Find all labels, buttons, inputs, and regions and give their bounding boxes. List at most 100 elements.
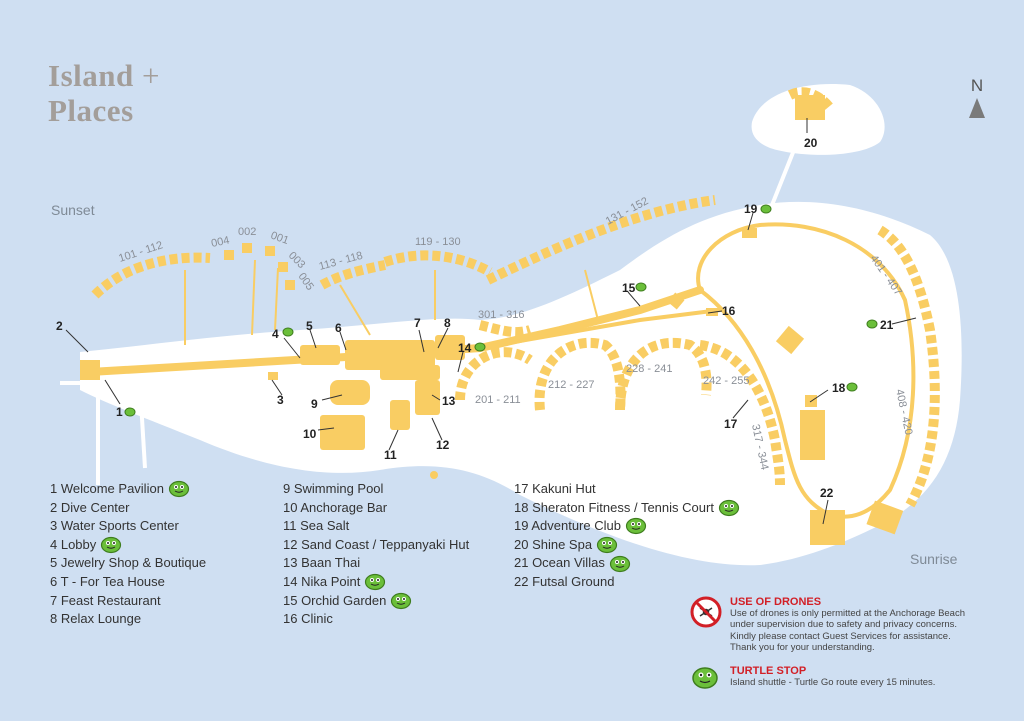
legend-label: 6 T - For Tea House xyxy=(50,573,165,589)
sunset-label: Sunset xyxy=(51,202,95,218)
legend-item: 21 Ocean Villas xyxy=(514,554,740,573)
place-marker-5[interactable]: 5 xyxy=(306,319,313,333)
no-drones-icon xyxy=(690,596,722,653)
turtle-stop-icon xyxy=(101,536,122,554)
place-marker-17[interactable]: 17 xyxy=(724,417,738,431)
legend-item: 4 Lobby xyxy=(50,536,206,555)
legend-label: 16 Clinic xyxy=(283,611,333,627)
sunrise-label: Sunrise xyxy=(910,551,958,567)
compass: N xyxy=(966,76,988,118)
legend-label: 14 Nika Point xyxy=(283,573,361,589)
legend-column-3: 17 Kakuni Hut 18 Sheraton Fitness / Tenni… xyxy=(514,480,740,592)
drones-line: Thank you for your understanding. xyxy=(730,641,875,653)
legend-column-1: 1 Welcome Pavilion 2 Dive Center 3 Water S… xyxy=(50,480,206,629)
legend-label: 5 Jewelry Shop & Boutique xyxy=(50,555,207,571)
place-marker-9[interactable]: 9 xyxy=(311,397,318,411)
legend-item: 15 Orchid Garden xyxy=(283,592,469,611)
place-marker-12[interactable]: 12 xyxy=(436,438,450,452)
legend-item: 19 Adventure Club xyxy=(514,517,740,536)
villa-range-label: 201 - 211 xyxy=(475,394,521,406)
legend-label: 22 Futsal Ground xyxy=(514,573,615,589)
place-marker-13[interactable]: 13 xyxy=(442,394,456,408)
turtle-stops xyxy=(124,204,878,417)
legend-item: 1 Welcome Pavilion xyxy=(50,480,206,499)
villa-range-label: 119 - 130 xyxy=(415,236,461,248)
turtle-stop-icon xyxy=(282,327,294,337)
legend-item: 3 Water Sports Center xyxy=(50,517,206,536)
legend-item: 22 Futsal Ground xyxy=(514,573,740,592)
place-marker-10[interactable]: 10 xyxy=(303,427,317,441)
jetties xyxy=(60,134,802,485)
villa-range-label: 004 xyxy=(210,234,230,250)
turtle-stop-icon xyxy=(391,592,412,609)
north-arrow-icon xyxy=(969,98,985,118)
turtle-stop-icon xyxy=(474,342,486,352)
legend-label: 1 Welcome Pavilion xyxy=(50,481,164,496)
turtle-stop-icon xyxy=(635,282,647,292)
turtle-note: TURTLE STOP Island shuttle - Turtle Go r… xyxy=(690,665,990,696)
map-title: Island + Places xyxy=(48,58,160,128)
legend-item: 9 Swimming Pool xyxy=(283,480,469,499)
villa-range-label: 001 xyxy=(269,230,290,248)
legend-item: 8 Relax Lounge xyxy=(50,610,206,629)
legend-label: 21 Ocean Villas xyxy=(514,555,605,571)
title-line2: Places xyxy=(48,93,134,128)
place-marker-19[interactable]: 19 xyxy=(744,202,758,216)
legend-label: 18 Sheraton Fitness / Tennis Court xyxy=(514,499,714,515)
legend-label: 12 Sand Coast / Teppanyaki Hut xyxy=(283,536,470,552)
turtle-stop-icon xyxy=(168,481,190,498)
place-marker-8[interactable]: 8 xyxy=(444,316,451,330)
place-marker-20[interactable]: 20 xyxy=(804,136,818,150)
legend-label: 13 Baan Thai xyxy=(283,555,361,571)
place-marker-4[interactable]: 4 xyxy=(272,327,279,341)
turtle-stop-icon xyxy=(365,574,386,591)
turtle-stop-icon xyxy=(718,499,740,516)
legend-label: 3 Water Sports Center xyxy=(50,518,179,534)
legend-label: 19 Adventure Club xyxy=(514,518,621,534)
legend-item: 20 Shine Spa xyxy=(514,536,740,555)
turtle-stop-icon xyxy=(625,518,647,535)
compass-label: N xyxy=(970,76,984,95)
place-marker-14[interactable]: 14 xyxy=(458,341,472,355)
villa-range-label: 003 xyxy=(286,250,307,271)
leader-lines xyxy=(65,118,917,525)
main-island-land xyxy=(80,201,962,566)
place-marker-6[interactable]: 6 xyxy=(335,321,342,335)
legend-label: 10 Anchorage Bar xyxy=(283,499,388,515)
place-marker-15[interactable]: 15 xyxy=(622,281,636,295)
legend-label: 2 Dive Center xyxy=(50,499,130,515)
turtle-stop-icon xyxy=(596,536,618,554)
legend-item: 18 Sheraton Fitness / Tennis Court xyxy=(514,499,740,518)
legend-item: 11 Sea Salt xyxy=(283,517,469,536)
place-marker-22[interactable]: 22 xyxy=(820,486,834,500)
villa-range-label: 228 - 241 xyxy=(626,363,672,375)
legend-label: 7 Feast Restaurant xyxy=(50,592,161,608)
turtle-stop-icon xyxy=(609,555,630,572)
title-plus: + xyxy=(141,58,160,93)
place-marker-16[interactable]: 16 xyxy=(722,304,736,318)
villa-range-label: 101 - 112 xyxy=(117,239,164,265)
legend-label: 11 Sea Salt xyxy=(283,518,350,534)
place-marker-3[interactable]: 3 xyxy=(277,393,284,407)
legend-label: 17 Kakuni Hut xyxy=(514,481,596,496)
legend-label: 15 Orchid Garden xyxy=(283,592,387,608)
legend-item: 6 T - For Tea House xyxy=(50,573,206,592)
legend-label: 20 Shine Spa xyxy=(514,536,593,552)
place-marker-1[interactable]: 1 xyxy=(116,405,123,419)
place-marker-2[interactable]: 2 xyxy=(56,319,63,333)
legend-item: 17 Kakuni Hut xyxy=(514,480,740,499)
turtle-icon xyxy=(690,665,722,696)
title-line1: Island xyxy=(48,58,134,93)
place-marker-21[interactable]: 21 xyxy=(880,318,894,332)
place-marker-11[interactable]: 11 xyxy=(384,448,397,462)
drones-note: USE OF DRONES Use of drones is only perm… xyxy=(690,596,990,653)
legend-item: 5 Jewelry Shop & Boutique xyxy=(50,554,206,573)
drones-line: Use of drones is only permitted at the A… xyxy=(730,608,965,619)
place-marker-18[interactable]: 18 xyxy=(832,381,846,395)
turtle-stop-icon xyxy=(866,319,878,329)
legend-item: 14 Nika Point xyxy=(283,573,469,592)
place-marker-7[interactable]: 7 xyxy=(414,316,421,330)
